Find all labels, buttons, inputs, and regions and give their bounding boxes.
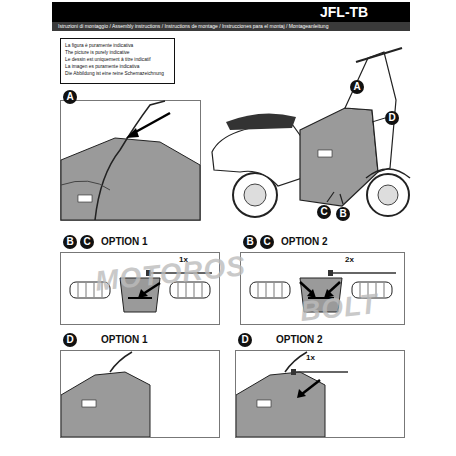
disclaimer-line: The picture is purely indicative: [65, 49, 170, 56]
quantity-label: 2x: [345, 255, 354, 265]
callout-letter: D: [63, 333, 77, 347]
callout-letter: B: [243, 235, 257, 249]
option-heading: OPTION 1: [101, 334, 148, 346]
callout-letter: B: [63, 235, 77, 249]
disclaimer-line: Le dessin est uniquement à titre indicat…: [65, 56, 170, 63]
callout-letter: C: [317, 205, 331, 219]
watermark: BOLT: [299, 288, 380, 328]
sheet-title: JFL-TB: [320, 4, 368, 20]
callout-letter: D: [238, 333, 252, 347]
disclaimer-line: La figura è puramente indicativa: [65, 42, 170, 49]
header-text: Istruzioni di montaggio / Assembly instr…: [58, 23, 328, 30]
option-panel: OPTION 21x: [235, 350, 405, 438]
callout-letter: D: [385, 111, 399, 125]
option-heading: OPTION 2: [281, 236, 328, 248]
callout-letter: A: [63, 90, 77, 104]
callout-letter: A: [350, 80, 364, 94]
disclaimer-box: La figura è puramente indicativaThe pict…: [60, 38, 175, 84]
option-heading: OPTION 2: [276, 334, 323, 346]
option-panel: OPTION 1: [60, 350, 220, 438]
callout-letter: B: [336, 207, 350, 221]
callout-letter: C: [260, 235, 274, 249]
disclaimer-line: La imagen es puramente indicativa: [65, 63, 170, 70]
option-heading: OPTION 1: [101, 236, 148, 248]
quantity-label: 1x: [306, 353, 315, 363]
callout-letter: C: [80, 235, 94, 249]
disclaimer-line: Die Abbildung ist eine reine Schemazeich…: [65, 70, 170, 77]
